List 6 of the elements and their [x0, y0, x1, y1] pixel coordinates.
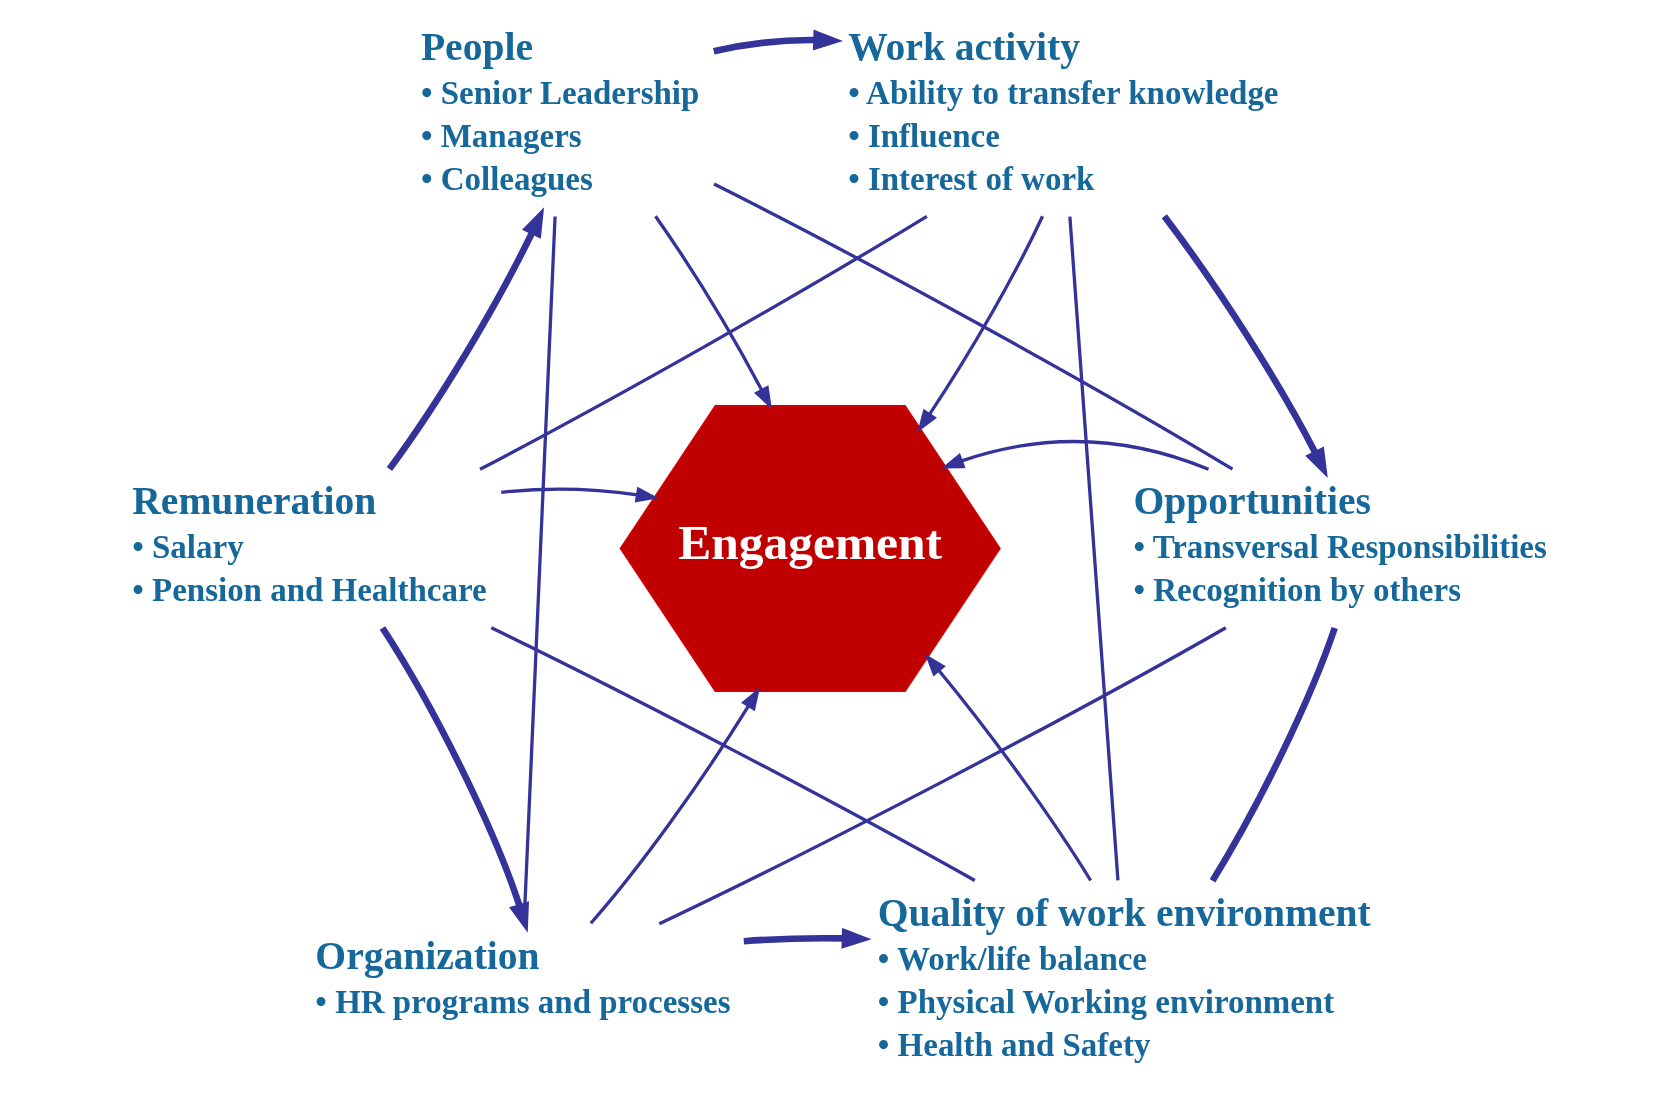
node-text: Work activity • Ability to transfer knowledge • Influence • Interest of work	[847, 24, 1279, 197]
node-text: Remuneration • Salary • Pension and Healthcare	[131, 479, 487, 609]
node-text: Organization • HR programs and processes	[314, 933, 730, 1020]
node-text: Quality of work environment • Work/life balance • Physical Working environment • Health and Safety	[877, 890, 1371, 1063]
node-text: Opportunities • Transversal Responsibilities • Recognition by others	[1132, 479, 1547, 609]
node-text: People • Senior Leadership • Managers • Colleagues	[420, 24, 699, 197]
